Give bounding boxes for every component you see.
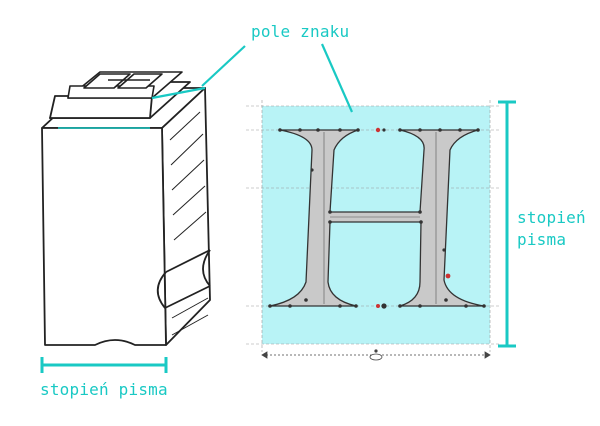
type-body-front-face — [41, 127, 167, 346]
type-size-label-right-line2: pisma — [517, 230, 567, 249]
bottom-type-size-bracket — [40, 357, 168, 373]
type-size-label-right: stopień pisma — [517, 207, 586, 251]
sidebearing-markers — [261, 349, 491, 361]
metal-type-sort — [41, 71, 211, 346]
right-type-size-bracket — [498, 100, 516, 348]
type-size-label-bottom: stopień pisma — [40, 380, 168, 399]
type-hatching — [169, 111, 209, 336]
glyph-field-label: pole znaku — [251, 22, 350, 41]
glyph-red-points — [375, 127, 451, 308]
glyph-construction-lines — [323, 132, 437, 304]
glyph-field-leader-lines — [201, 43, 354, 113]
type-face-highlight — [151, 86, 206, 100]
type-relief-letter — [67, 71, 183, 99]
type-nick — [164, 249, 211, 309]
type-size-label-right-line1: stopień — [517, 208, 586, 227]
glyph-control-points — [268, 128, 486, 309]
